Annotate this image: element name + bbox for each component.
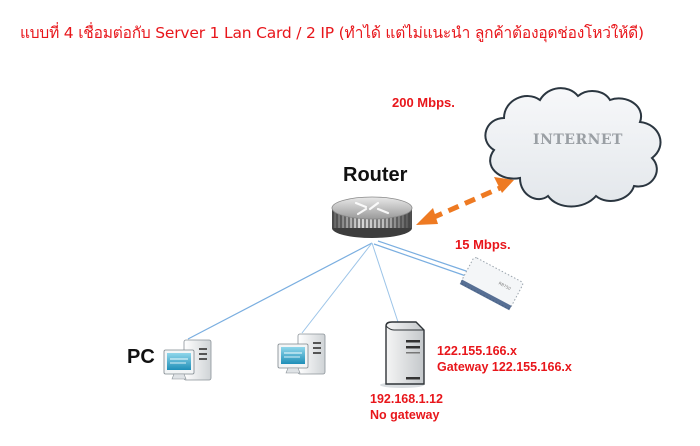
desktop-computer-icon [277,333,326,375]
pc-computer-2 [277,333,326,375]
desktop-computer-icon [163,339,212,381]
arrowhead-internet [494,177,514,193]
server-wan-ip: 122.155.166.x [437,344,517,358]
server-lan-config: 192.168.1.12 No gateway [370,391,443,423]
pc-label: PC [127,346,155,368]
server-tower-icon [380,321,425,388]
lan-bandwidth-label: 15 Mbps. [455,237,511,252]
router-icon [331,196,413,238]
server-lan-gateway: No gateway [370,408,440,422]
svg-text:RB750: RB750 [498,281,512,292]
server-wan-config: 122.155.166.x Gateway 122.155.166.x [437,343,572,375]
internet-cloud: INTERNET [484,87,662,208]
cloud-icon [484,87,662,208]
arrowhead-router [416,208,438,225]
modem-device: RB750 [459,257,524,311]
link-router-pc2 [301,242,373,334]
internet-link-arrow [416,177,514,225]
network-links [187,240,470,340]
server-wan-gateway: Gateway 122.155.166.x [437,360,572,374]
link-router-modem-a [377,240,470,273]
pc-computer [163,339,212,381]
internet-bandwidth-label: 200 Mbps. [392,95,455,110]
server-lan-ip: 192.168.1.12 [370,392,443,406]
router-label: Router [343,164,408,186]
internet-label: INTERNET [533,132,623,148]
diagram-title: แบบที่ 4 เชื่อมต่อกับ Server 1 Lan Card … [20,24,644,42]
link-router-modem-b [373,243,467,277]
link-router-server [371,242,399,323]
server [380,321,425,388]
modem-icon [460,257,524,309]
link-router-pc [187,242,373,340]
